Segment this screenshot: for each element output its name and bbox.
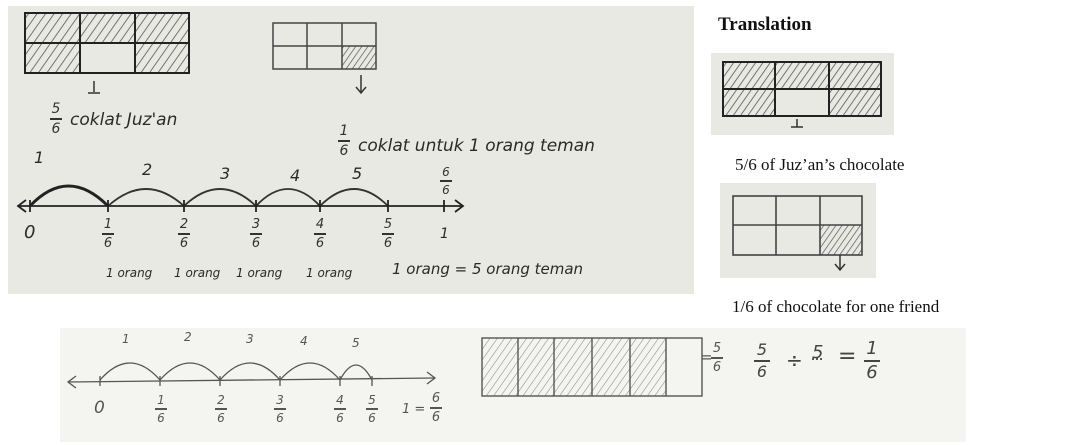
bottom-number-line [66,362,437,389]
down-arrow-icon [355,75,367,95]
orang-label: 1 orang [106,266,153,280]
bar-equals-sign: = [700,348,713,366]
arc-number: 1 [34,148,45,167]
arc-number: 3 [220,164,231,183]
divisor: 5 [812,342,824,363]
axis-zero: 0 [94,398,105,418]
arc-number: 5 [352,336,360,350]
divide-sign: ÷ [786,348,803,372]
translation-caption-one-sixth: 1/6 of chocolate for one friend [732,297,940,316]
five-sixths-grid-drawing [722,61,882,128]
translation-caption-five-sixths: 5/6 of Juz’an’s chocolate [735,155,905,174]
one-sixth-grid-drawing [732,195,863,272]
translation-grid-one-sixth [720,183,876,278]
axis-zero: 0 [24,222,36,243]
one-friend-chocolate-label: coklat untuk 1 orang teman [358,136,595,156]
translation-heading: Translation [718,14,812,35]
arc-number: 1 [122,332,130,346]
arc-number: 4 [290,166,301,185]
juzan-chocolate-label: coklat Juz'an [70,110,178,130]
orang-label: 1 orang [236,266,283,280]
arc-number: 2 [142,160,153,179]
arc-number: 4 [300,334,308,348]
six-part-bar-drawing [481,337,703,397]
summary-label: 1 orang = 5 orang teman [392,260,584,278]
one-sixth-grid-drawing [272,22,377,70]
down-arrow-icon [88,81,100,94]
translation-grid-five-sixths [711,53,894,135]
orang-label: 1 orang [174,266,221,280]
equals-sign: = [838,344,857,369]
five-sixths-grid-drawing [24,12,190,74]
arc-number: 3 [246,332,254,346]
arc-number: 5 [352,164,363,183]
one-equals-label: 1 = [402,402,426,417]
arc-number: 2 [184,330,192,344]
orang-label: 1 orang [306,266,353,280]
axis-one: 1 [440,226,449,242]
top-number-line [16,184,465,213]
